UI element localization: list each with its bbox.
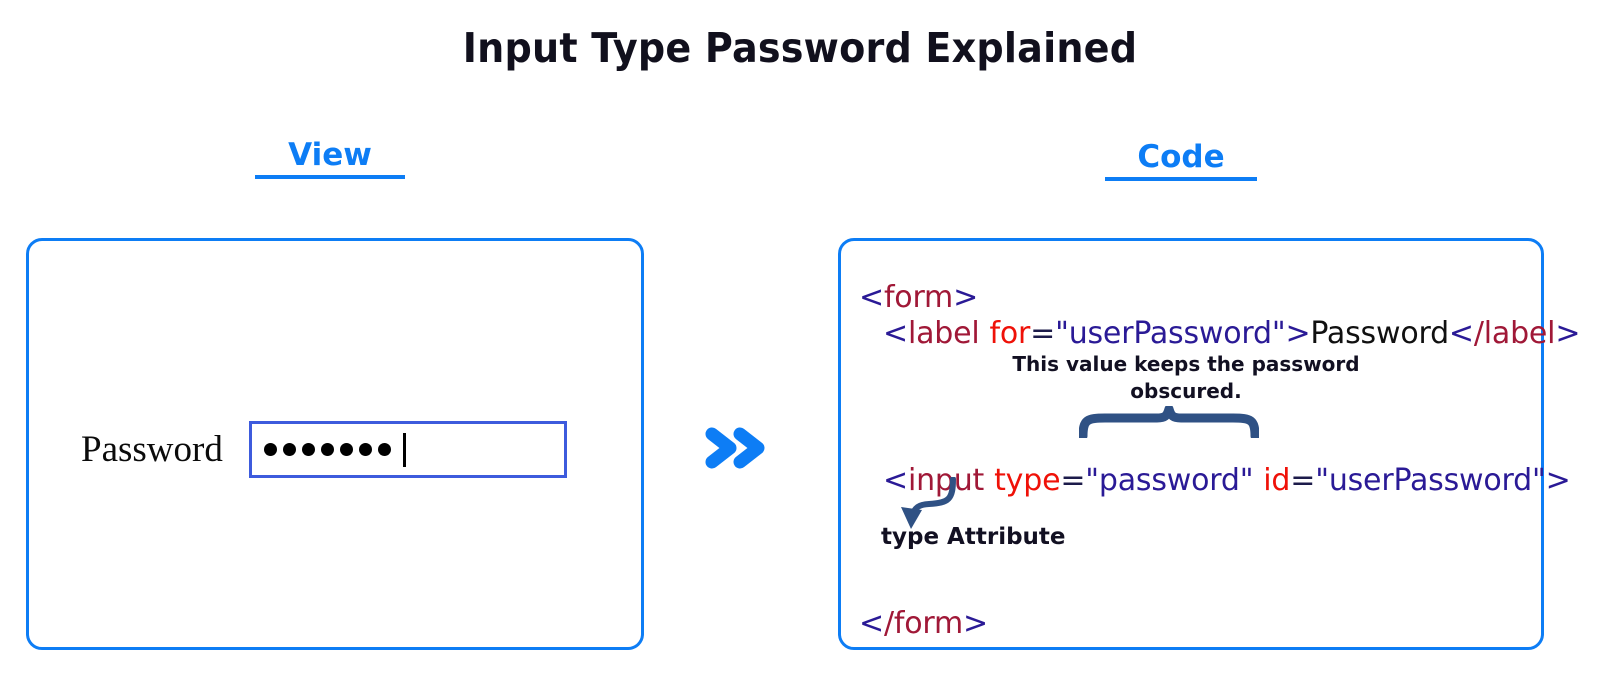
code-token-bracket: > [953,280,979,315]
password-dot [339,443,353,456]
code-token-bracket: < [883,463,908,498]
password-dot [377,443,391,456]
password-dot [282,443,296,456]
password-masked-dots [263,443,391,456]
code-token-attr: type [994,463,1061,498]
code-token-val: "userPassword" [1315,463,1546,498]
code-token-attr: for [989,316,1031,351]
code-heading-underline [1105,177,1257,181]
code-token-tag: form [883,280,954,315]
password-input[interactable] [248,421,567,478]
password-dot [358,443,372,456]
password-dot [320,443,334,456]
code-token-bracket: < [859,606,884,641]
code-line-form-close: </form> [859,609,988,639]
code-token-bracket: > [1285,316,1311,351]
code-token-tag: label [907,316,980,351]
code-token-eq: = [1060,463,1086,498]
view-panel: Password [26,238,644,650]
password-field-row: Password [81,421,567,478]
curved-arrow-icon [871,476,981,533]
curly-brace-icon [1078,404,1260,441]
code-token-bracket: > [1555,316,1581,351]
view-heading-underline [255,175,405,179]
annotation-type-attribute: type Attribute [881,524,1066,550]
code-token-bracket: > [1545,463,1571,498]
annotation-obscured-note: This value keeps the password obscured. [1012,352,1360,403]
section-heading-code: Code [1105,139,1257,181]
code-token-eq: = [1290,463,1316,498]
password-label: Password [81,429,223,470]
code-token-bracket: < [883,316,908,351]
code-token-bracket: < [1448,316,1474,351]
section-heading-view: View [255,137,405,179]
page-title: Input Type Password Explained [462,24,1138,72]
section-heading-view-label: View [288,137,372,173]
code-token-text: Password [1310,316,1449,351]
text-caret [402,432,406,467]
code-token-bracket: > [963,606,988,641]
code-token-tag: /label [1473,316,1556,351]
password-dot [301,443,315,456]
code-token-val: "userPassword" [1055,316,1286,351]
section-heading-code-label: Code [1137,139,1225,175]
code-line-form-open: <form> [859,283,978,313]
code-token-bracket: < [859,280,884,315]
password-dot [263,443,277,456]
code-token-tag: input [907,463,985,498]
code-token-tag: /form [883,606,963,641]
code-token-eq: = [1030,316,1056,351]
code-token-val: "password" [1085,463,1254,498]
double-chevron-right-icon [700,418,772,478]
code-token-attr: id [1263,463,1291,498]
